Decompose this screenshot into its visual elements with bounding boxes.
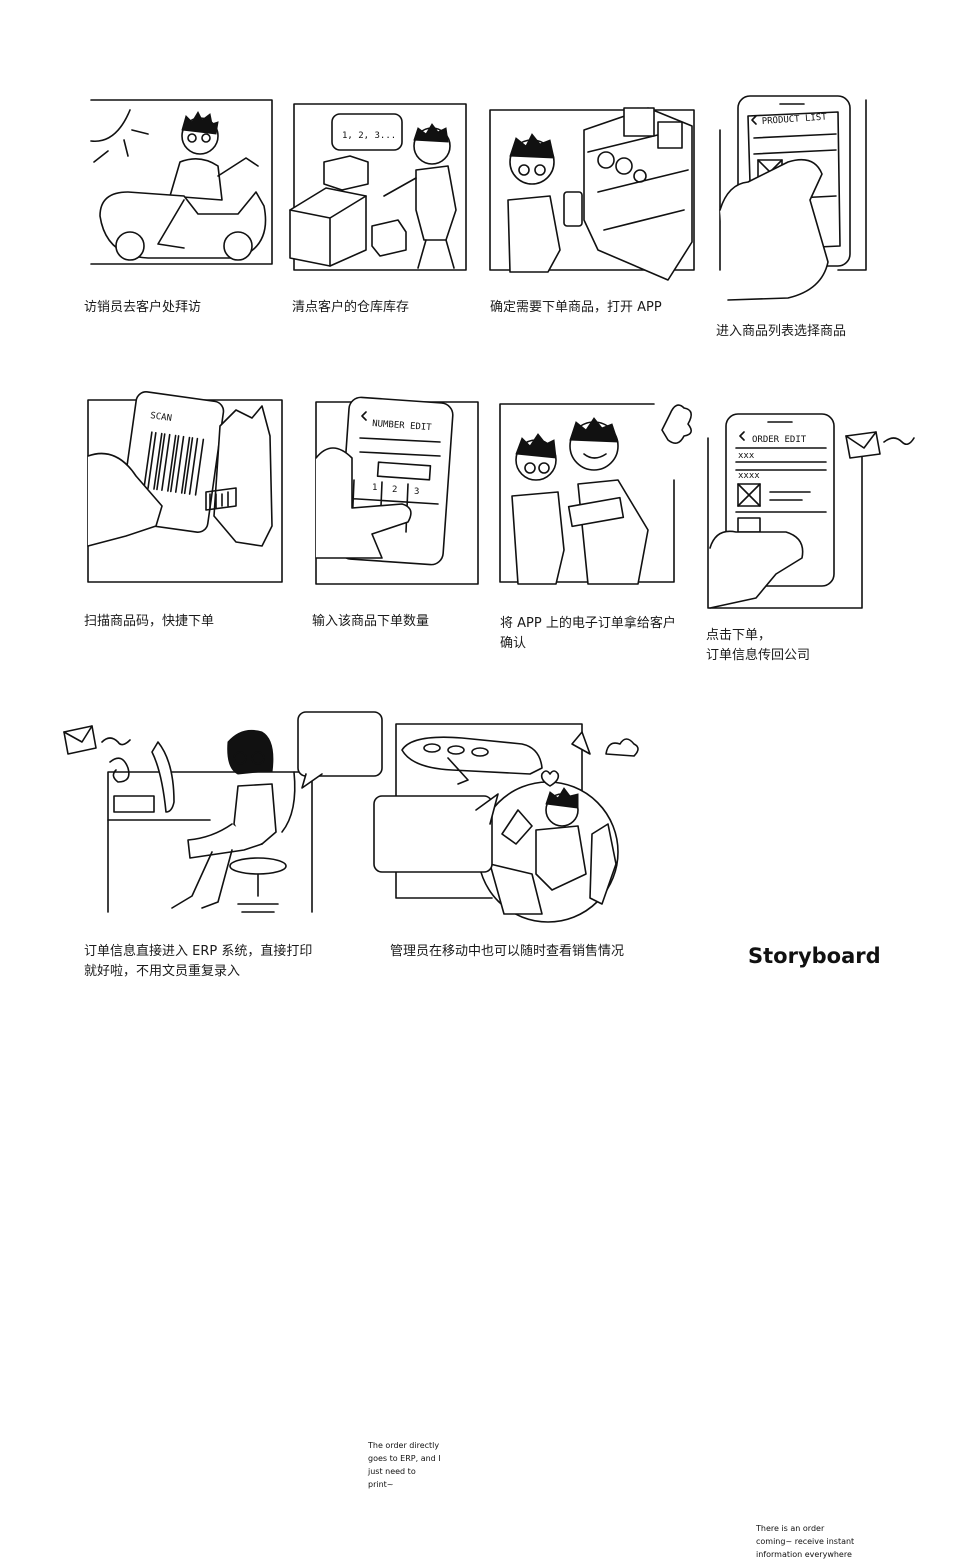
panel-caption: 将 APP 上的电子订单拿给客户确认 [500,616,676,651]
keypad-key: 3 [414,487,419,497]
panel-count-inventory: 1, 2, 3... 清点客户的仓库库存 [286,100,472,315]
screen-title: PRODUCT LIST [762,112,828,127]
keypad-key: 1 [372,483,377,493]
panel-2-drawing: 1, 2, 3... [286,100,472,280]
panel-open-app: 确定需要下单商品，打开 APP [488,100,698,315]
screen-title: NUMBER EDIT [372,419,433,433]
speech-bubble [298,712,382,776]
screen-title: ORDER EDIT [752,435,807,445]
bubble-text: The order directly goes to ERP, and I ju… [368,1441,441,1489]
screen-title: SCAN [150,411,173,424]
envelope-icon [846,432,880,458]
panel-visit-customer: 访销员去客户处拜访 [84,96,278,315]
svg-text:xxxx: xxxx [738,471,760,481]
panel-caption: 点击下单， 订单信息传回公司 [706,628,811,663]
panel-caption: 扫描商品码，快捷下单 [84,614,215,629]
bubble-text: 1, 2, 3... [342,131,396,141]
panel-caption: 订单信息直接进入 ERP 系统，直接打印就好啦，不用文员重复录入 [84,944,313,979]
page-title: Storyboard [748,944,881,968]
cloud-icon [606,739,638,756]
panel-customer-confirm: 将 APP 上的电子订单拿给客户确认 [498,400,698,651]
panel-caption: 确定需要下单商品，打开 APP [490,300,662,315]
panel-erp-print: The order directly goes to ERP, and I ju… [62,712,441,1489]
barcode-icon [144,432,203,495]
panel-caption: 管理员在移动中也可以随时查看销售情况 [390,944,625,959]
panel-9-drawing [62,712,392,922]
panel-caption: 进入商品列表选择商品 [716,324,847,339]
panel-caption: 输入该商品下单数量 [312,614,430,629]
panel-3-drawing [488,100,698,280]
panel-mobile-manager: There is an order coming~ receive instan… [372,714,854,1559]
panel-10-drawing [372,714,642,924]
panel-caption: 清点客户的仓库库存 [292,300,410,315]
speech-bubble [332,114,402,150]
speech-bubble [374,796,492,872]
panel-order-edit: ORDER EDIT xxx xxxx 点击下单， 订单信息传回公司 [706,408,920,663]
panel-4-drawing: PRODUCT LIST [718,90,868,300]
heart-icon [542,771,559,786]
keypad-key: 2 [392,485,397,495]
panel-caption: 访销员去客户处拜访 [84,300,202,315]
panel-1-drawing [88,96,278,276]
bubble-text: There is an order coming~ receive instan… [756,1524,855,1559]
svg-text:xxx: xxx [738,451,755,461]
panel-6-drawing: NUMBER EDIT 1 2 3 4 [312,398,482,588]
panel-scan-barcode: SCAN 扫描商品码，快捷下单 [84,396,286,629]
panel-7-drawing [498,400,698,586]
panel-product-list: PRODUCT LIST 进入商品列表选择商品 [716,90,868,339]
panel-8-drawing: ORDER EDIT xxx xxxx [706,408,920,618]
panel-5-drawing: SCAN [86,396,286,586]
panel-number-edit: NUMBER EDIT 1 2 3 4 输入该商品下单数量 [312,398,482,629]
sun-icon [91,110,148,162]
